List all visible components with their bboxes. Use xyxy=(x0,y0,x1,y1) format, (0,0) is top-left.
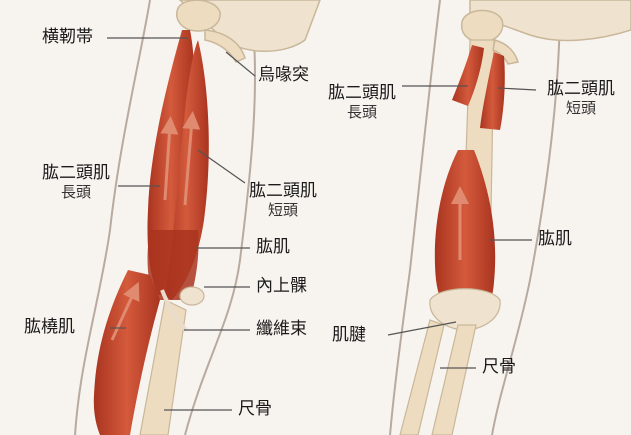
label-right-biceps-long-sub: 長頭 xyxy=(346,103,377,121)
left-arm-figure xyxy=(74,0,321,435)
right-arm-figure xyxy=(389,0,631,435)
right-arm-outline xyxy=(389,0,561,435)
label-right-biceps-short: 肱二頭肌 短頭 xyxy=(538,80,624,118)
label-right-ulna: 尺骨 xyxy=(482,357,516,377)
label-fibrous-band: 纖維束 xyxy=(256,319,307,339)
label-left-biceps-long: 肱二頭肌 長頭 xyxy=(35,164,117,202)
leader-tendon xyxy=(387,321,457,336)
left-arrow-brachioradialis xyxy=(110,281,140,341)
label-right-biceps-short-title: 肱二頭肌 xyxy=(547,79,615,99)
right-forearm-bones xyxy=(399,319,477,435)
left-brachialis xyxy=(147,230,199,300)
left-humerus-head xyxy=(176,0,221,32)
right-elbow-joint xyxy=(429,288,501,331)
left-arrow-short xyxy=(182,111,201,206)
label-right-biceps-long: 肱二頭肌 長頭 xyxy=(320,84,404,122)
left-arm-outline xyxy=(74,0,257,435)
label-left-biceps-long-sub: 長頭 xyxy=(60,183,91,201)
label-right-brachialis: 肱肌 xyxy=(538,229,572,249)
left-medial-epicondyle xyxy=(179,286,205,306)
label-right-biceps-long-title: 肱二頭肌 xyxy=(328,83,396,103)
right-coracoid xyxy=(492,39,519,65)
right-brachialis xyxy=(434,150,496,322)
right-humerus-head xyxy=(460,9,504,43)
label-coracoid: 烏喙突 xyxy=(258,65,309,85)
leader-right-biceps-short xyxy=(497,87,537,91)
leader-left-biceps-short xyxy=(197,149,246,184)
label-left-biceps-short-title: 肱二頭肌 xyxy=(249,181,317,201)
label-left-biceps-short: 肱二頭肌 短頭 xyxy=(240,182,326,220)
right-biceps-long-head-cut xyxy=(452,45,484,106)
left-brachioradialis xyxy=(93,270,160,435)
label-left-biceps-long-title: 肱二頭肌 xyxy=(42,163,110,183)
leader-coracoid xyxy=(225,51,256,77)
left-biceps-long-head xyxy=(147,30,195,295)
label-left-biceps-short-sub: 短頭 xyxy=(267,201,298,219)
left-forearm-bones xyxy=(139,299,187,435)
right-biceps-short-head-cut xyxy=(480,52,505,130)
label-right-biceps-short-sub: 短頭 xyxy=(565,99,596,117)
left-arrow-long xyxy=(160,116,179,201)
label-tendon: 肌腱 xyxy=(332,325,366,345)
leader-lines xyxy=(107,37,537,411)
left-coracoid xyxy=(204,29,246,63)
label-transverse-ligament: 横靭帯 xyxy=(42,27,93,47)
left-fibrous-band xyxy=(160,289,188,332)
label-left-ulna: 尺骨 xyxy=(238,399,272,419)
label-brachioradialis: 肱橈肌 xyxy=(24,317,75,337)
label-left-brachialis: 肱肌 xyxy=(256,237,290,257)
label-medial-epicondyle: 內上髁 xyxy=(256,276,307,296)
